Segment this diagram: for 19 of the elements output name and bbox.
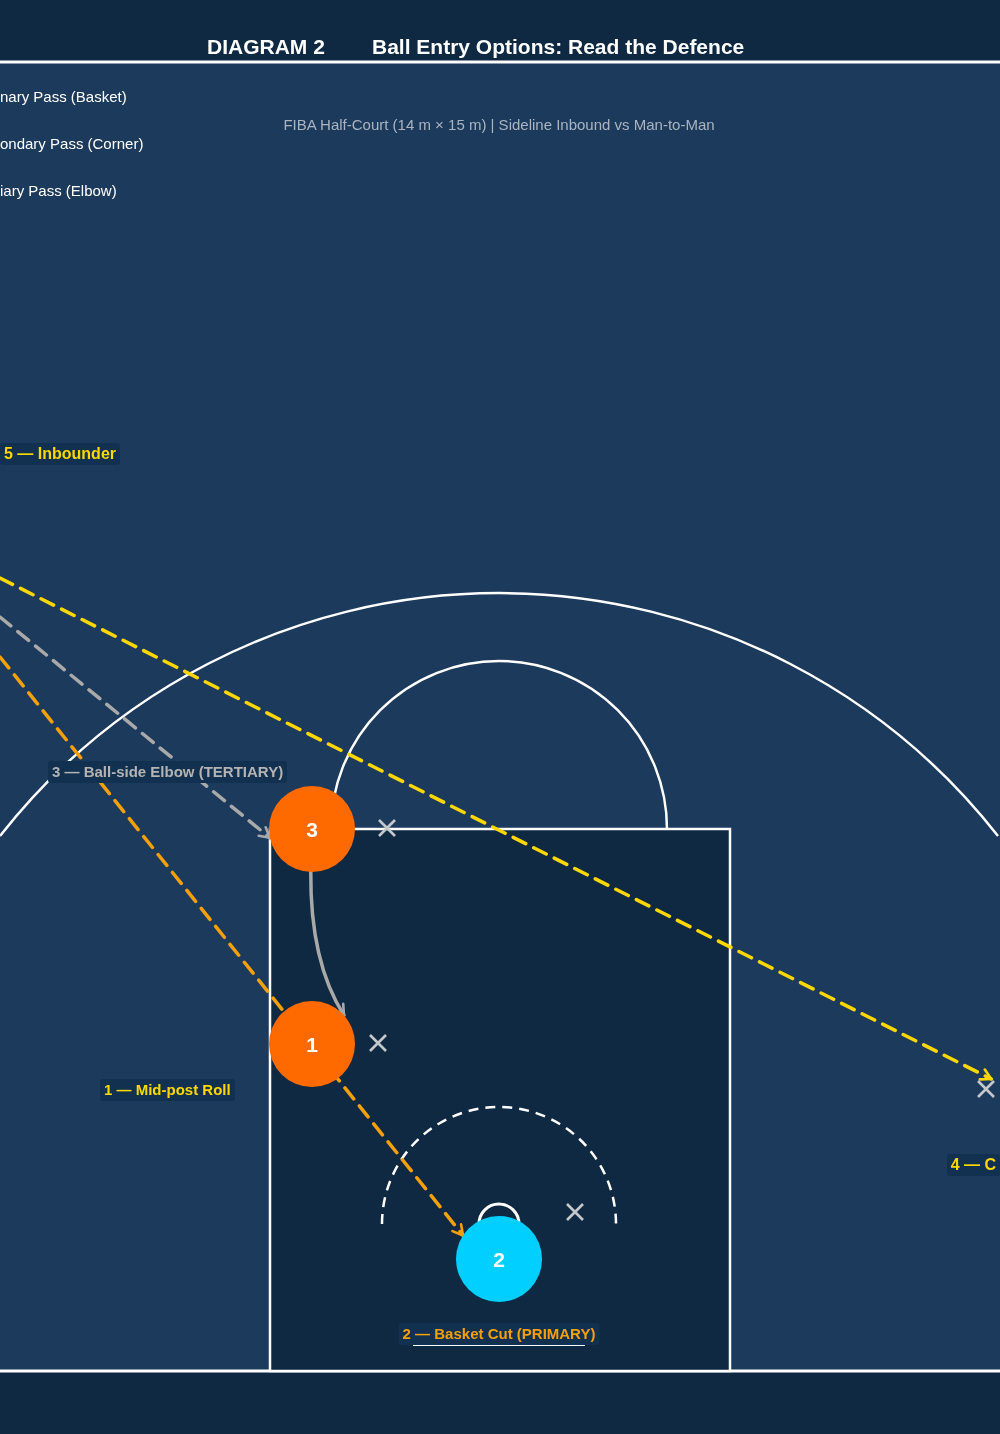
legend-text: ondary Pass (Corner) [0,134,144,154]
player-number: 3 [306,818,318,840]
subtitle: FIBA Half-Court (14 m × 15 m) | Sideline Inbound vs Man-to-Man [283,115,715,135]
diagram-title: Ball Entry Options: Read the Defence [372,35,745,59]
legend-text: iary Pass (Elbow) [0,181,117,201]
curved-arrow [309,870,346,1017]
dashed-arrow [0,655,465,1238]
dashed-arrow [0,576,993,1081]
player-label: 2 — Basket Cut (PRIMARY) [398,1323,600,1345]
diagram-number: DIAGRAM 2 [207,35,325,59]
player-number: 1 [306,1033,318,1055]
cross-mark-icon [976,1079,996,1099]
player-label: 3 — Ball-side Elbow (TERTIARY) [48,761,288,783]
player-label: 1 — Mid-post Roll [100,1079,235,1101]
legend-text: nary Pass (Basket) [0,87,127,107]
player-number: 2 [493,1248,505,1270]
player-label: 5 — Inbounder [0,443,120,465]
player-label: 4 — C [946,1154,1000,1176]
dashed-arrow [0,615,272,840]
